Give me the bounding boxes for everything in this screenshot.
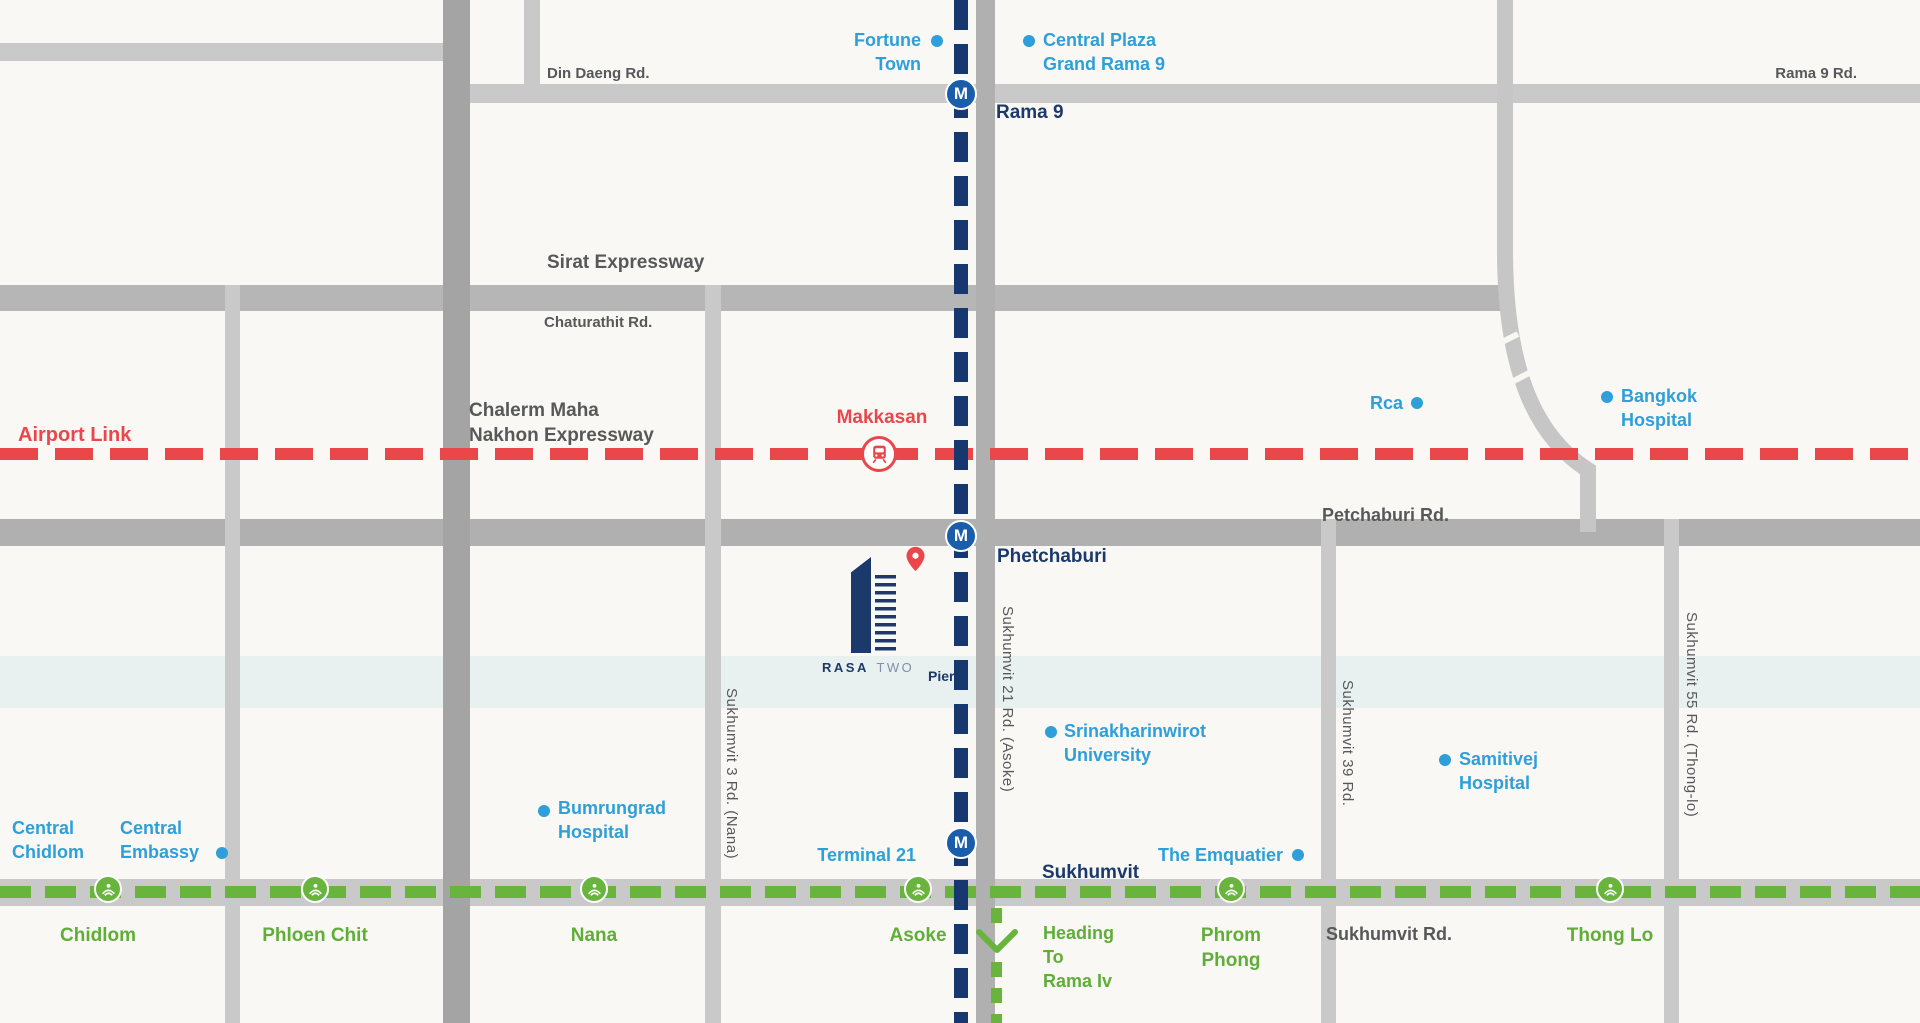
building-tower-louvers [875, 575, 896, 653]
label-petchaburi-rd: Petchaburi Rd. [1322, 505, 1450, 525]
poi-rca: Rca [1369, 393, 1403, 413]
train-icon [872, 445, 886, 463]
bts-logo-icon [587, 883, 601, 896]
label-chaturathit-rd: Chaturathit Rd. [544, 314, 653, 331]
poi-samitivej-hospital: Samitivej Hospital [1459, 749, 1539, 793]
label-rama9-rd: Rama 9 Rd. [1775, 65, 1857, 82]
road-joint-tick-1 [1492, 331, 1520, 349]
road-left-vertical [225, 285, 240, 1023]
mrt-blue-line [954, 0, 968, 1023]
label-din-daeng-rd: Din Daeng Rd. [547, 65, 650, 82]
bts-logo-icon [101, 883, 115, 896]
poi-terminal-21: Terminal 21 [817, 845, 916, 865]
poi-bumrungrad-hospital: Bumrungrad Hospital [558, 798, 666, 842]
poi-central-embassy: Central Embassy [120, 818, 200, 862]
label-sukhumvit-3-rd: Sukhumvit 3 Rd. (Nana) [723, 688, 740, 860]
label-mrt-rama9: Rama 9 [996, 102, 1064, 123]
bts-logo-icon [308, 883, 322, 896]
rasa-two-logo-text: RASA TWO [822, 660, 914, 675]
label-mrt-phetchaburi: Phetchaburi [997, 546, 1107, 567]
bts-logo-icon [1603, 883, 1617, 896]
bts-station-thong-lo [1596, 875, 1624, 903]
bts-label-asoke: Asoke [889, 925, 947, 946]
rasa-two-building-icon [851, 553, 896, 653]
poi-dot-the-emquatier [1292, 849, 1304, 861]
logo-text-secondary: TWO [876, 660, 915, 675]
bts-label-phloen-chit: Phloen Chit [262, 925, 368, 946]
bts-station-chidlom [94, 875, 122, 903]
mrt-station-sukhumvit: M [945, 827, 977, 859]
poi-dot-central-plaza [1023, 35, 1035, 47]
poi-central-chidlom: Central Chidlom [12, 818, 84, 862]
label-sukhumvit-21-rd: Sukhumvit 21 Rd. (Asoke) [999, 606, 1016, 793]
bts-label-phrom-phong: Phrom Phong [1200, 925, 1262, 972]
poi-central-plaza-grand-rama9: Central Plaza Grand Rama 9 [1043, 30, 1166, 74]
label-sukhumvit-39-rd: Sukhumvit 39 Rd. [1339, 680, 1356, 807]
bts-logo-icon [1224, 883, 1238, 896]
label-pier: Pier [928, 668, 955, 684]
poi-dot-bangkok-hospital [1601, 391, 1613, 403]
poi-dot-central-embassy [216, 847, 228, 859]
label-chalerm-maha-expressway: Chalerm Maha Nakhon Expressway [469, 400, 654, 447]
poi-the-emquatier: The Emquatier [1157, 845, 1283, 865]
poi-dot-fortune-town [931, 35, 943, 47]
poi-dot-bumrungrad [538, 805, 550, 817]
label-sirat-expressway: Sirat Expressway [547, 252, 705, 273]
logo-text-primary: RASA [822, 660, 869, 675]
road-vertical-stub-top [524, 0, 540, 103]
label-heading-to-rama4: Heading To Rama Iv [1043, 923, 1115, 991]
mrt-m-icon: M [953, 84, 969, 103]
road-din-daeng [443, 84, 1920, 103]
poi-dot-samitivej [1439, 754, 1451, 766]
bts-label-thong-lo: Thong Lo [1566, 925, 1654, 946]
poi-bangkok-hospital: Bangkok Hospital [1621, 386, 1698, 430]
mrt-station-rama9: M [945, 78, 977, 110]
bts-station-phrom-phong [1217, 875, 1245, 903]
location-pin-icon [906, 546, 925, 572]
mrt-station-phetchaburi: M [945, 520, 977, 552]
mrt-m-icon: M [953, 526, 969, 545]
poi-srinakharinwirot-university: Srinakharinwirot University [1064, 721, 1207, 765]
road-sukhumvit3-vertical [705, 285, 721, 1023]
road-joint-tick-2 [1504, 369, 1533, 388]
mrt-m-icon: M [953, 833, 969, 852]
poi-fortune-town: Fortune Town [854, 30, 921, 74]
bts-branch-rama4-upper [991, 908, 1002, 930]
road-sukhumvit21-vertical [976, 0, 995, 1023]
bts-label-nana: Nana [570, 925, 618, 946]
poi-dot-rca [1411, 397, 1423, 409]
road-chaturathit [0, 285, 1505, 311]
bts-logo-icon [911, 883, 925, 896]
label-sukhumvit-55-rd: Sukhumvit 55 Rd. (Thong-lo) [1683, 612, 1700, 818]
poi-dot-srinakharinwirot [1045, 726, 1057, 738]
airport-link-station-makkasan [861, 436, 897, 472]
bts-branch-rama4-lower [991, 962, 1002, 1023]
road-top-left [0, 43, 470, 61]
road-vertical-main [443, 0, 470, 1023]
label-makkasan: Makkasan [836, 407, 928, 428]
road-sukhumvit39-vertical [1321, 519, 1336, 1023]
label-airport-link: Airport Link [18, 424, 132, 446]
label-sukhumvit-rd: Sukhumvit Rd. [1325, 924, 1452, 944]
label-mrt-sukhumvit: Sukhumvit [1042, 862, 1140, 883]
bts-label-chidlom: Chidlom [60, 925, 136, 946]
bts-station-nana [580, 875, 608, 903]
bts-station-asoke [904, 875, 932, 903]
bts-station-phloen-chit [301, 875, 329, 903]
building-tower-solid [851, 557, 871, 653]
